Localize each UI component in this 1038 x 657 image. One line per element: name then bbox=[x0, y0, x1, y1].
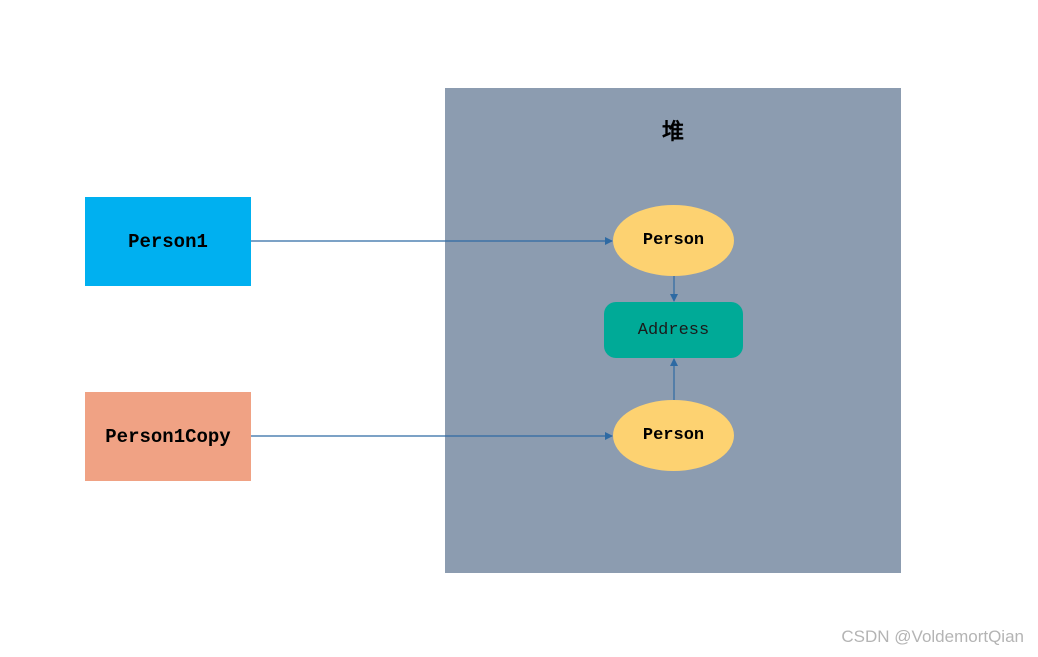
person1-reference-box: Person1 bbox=[85, 197, 251, 286]
person1copy-reference-box: Person1Copy bbox=[85, 392, 251, 481]
heap-title: 堆 bbox=[661, 119, 684, 145]
address-object: Address bbox=[604, 302, 743, 358]
person-object-bottom: Person bbox=[613, 400, 734, 471]
watermark-text: CSDN @VoldemortQian bbox=[841, 627, 1024, 646]
person-object-top: Person bbox=[613, 205, 734, 276]
